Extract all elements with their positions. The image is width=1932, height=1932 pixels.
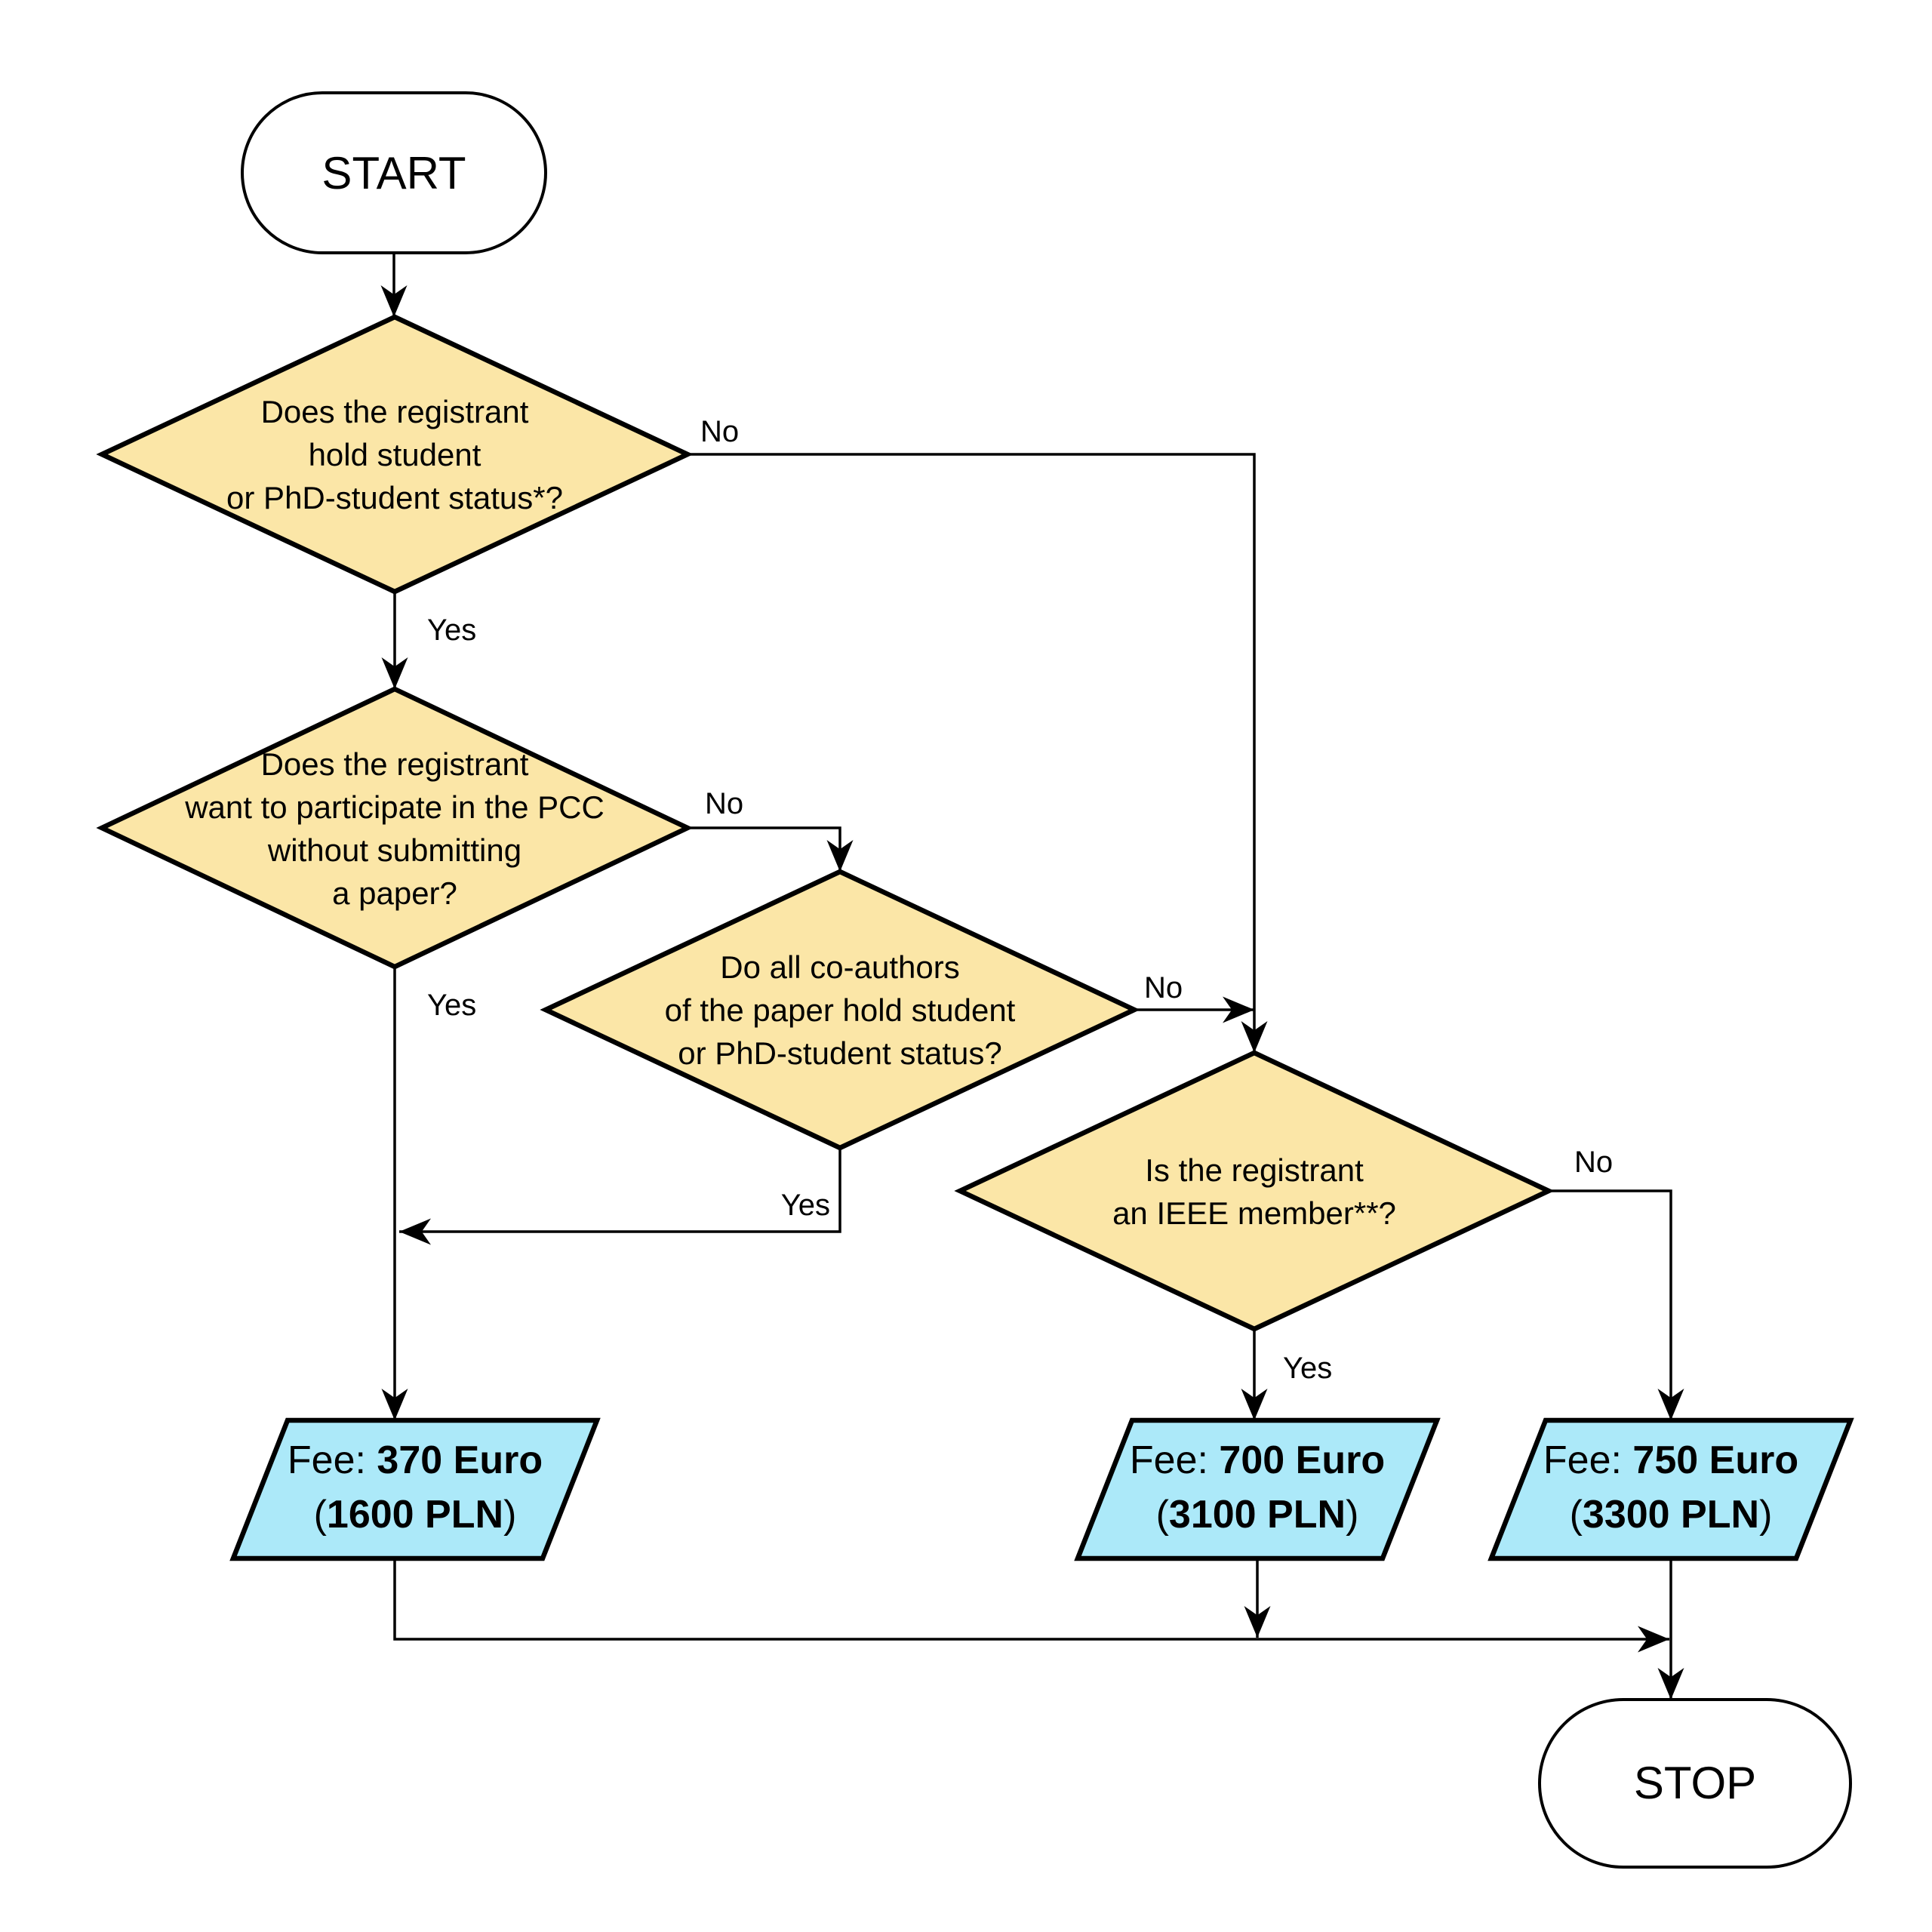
decision-pcc-no-paper-shape <box>96 686 694 970</box>
label-d4-no: No <box>1574 1146 1613 1179</box>
decision-coauthors-students-line1: Do all co-authors <box>720 949 959 985</box>
fee-nonmember-node: Fee: 750 Euro (3300 PLN) <box>1487 1417 1854 1561</box>
fee-nonmember-shape <box>1487 1417 1854 1561</box>
nodes: START Does the registrant hold student o… <box>96 91 1854 1869</box>
fee-student-shape <box>229 1417 601 1561</box>
decision-pcc-no-paper-line4: a paper? <box>332 875 457 911</box>
fee-member-line1: Fee: 700 Euro <box>1130 1438 1385 1482</box>
decision-student-status-line1: Does the registrant <box>261 394 529 429</box>
edge-d1-no <box>688 453 1268 1053</box>
edge-d4-no <box>1549 1189 1684 1420</box>
stop-node: STOP <box>1538 1698 1852 1869</box>
decision-pcc-no-paper-line1: Does the registrant <box>261 746 529 782</box>
fee-student-node: Fee: 370 Euro (1600 PLN) <box>229 1417 601 1561</box>
fee-member-node: Fee: 700 Euro (3100 PLN) <box>1074 1417 1441 1561</box>
decision-ieee-member: Is the registrant an IEEE member**? <box>954 1050 1555 1332</box>
fee-nonmember-line2: (3300 PLN) <box>1570 1493 1773 1537</box>
decision-coauthors-students-shape <box>540 869 1140 1151</box>
stop-label: STOP <box>1634 1758 1756 1808</box>
decision-ieee-member-line1: Is the registrant <box>1145 1152 1364 1188</box>
fee-student-line1: Fee: 370 Euro <box>288 1438 543 1482</box>
decision-ieee-member-line2: an IEEE member**? <box>1112 1195 1396 1231</box>
label-d3-no: No <box>1144 971 1183 1004</box>
decision-student-status-line3: or PhD-student status*? <box>226 480 563 515</box>
decision-coauthors-students-line3: or PhD-student status? <box>678 1035 1002 1071</box>
decision-pcc-no-paper-line2: want to participate in the PCC <box>184 789 605 825</box>
decision-student-status: Does the registrant hold student or PhD-… <box>96 314 694 595</box>
edge-labels: No Yes No Yes Yes No No Yes <box>427 415 1613 1385</box>
fee-member-line2: (3100 PLN) <box>1156 1493 1359 1537</box>
connectors <box>380 253 1684 1700</box>
start-shape <box>241 91 547 254</box>
fee-nonmember-line1: Fee: 750 Euro <box>1543 1438 1798 1482</box>
decision-coauthors-students-line2: of the paper hold student <box>665 992 1016 1028</box>
decision-student-status-line2: hold student <box>309 437 481 472</box>
decision-coauthors-students: Do all co-authors of the paper hold stud… <box>540 869 1140 1151</box>
fee-member-shape <box>1074 1417 1441 1561</box>
label-d1-no: No <box>700 415 739 448</box>
fee-student-line2: (1600 PLN) <box>314 1493 517 1537</box>
edge-d3-yes <box>399 1148 841 1245</box>
edge-d2-no <box>688 826 854 872</box>
decision-ieee-member-shape <box>954 1050 1555 1332</box>
label-d4-yes: Yes <box>1283 1352 1332 1385</box>
edge-fee-student-merge <box>393 1558 1669 1653</box>
label-d3-yes: Yes <box>781 1189 830 1222</box>
decision-pcc-no-paper: Does the registrant want to participate … <box>96 686 694 970</box>
decision-pcc-no-paper-line3: without submitting <box>267 832 521 868</box>
start-label: START <box>321 148 466 198</box>
decision-student-status-shape <box>96 314 694 595</box>
stop-shape <box>1538 1698 1852 1869</box>
label-d2-no: No <box>705 787 743 820</box>
start-node: START <box>241 91 547 254</box>
label-d2-yes: Yes <box>427 989 476 1022</box>
label-d1-yes: Yes <box>427 614 476 647</box>
